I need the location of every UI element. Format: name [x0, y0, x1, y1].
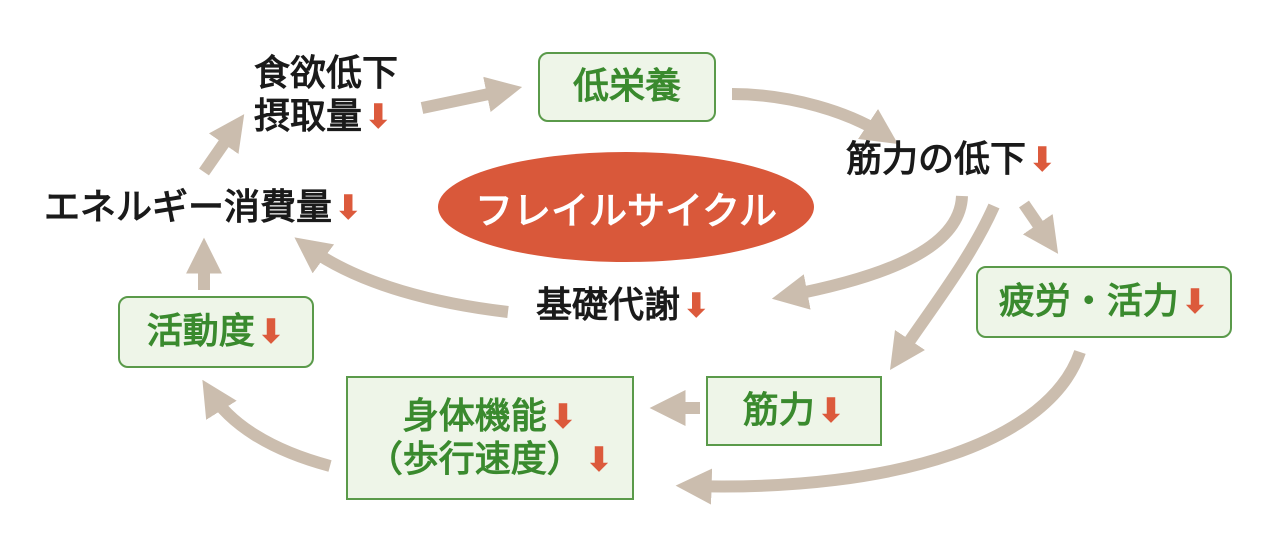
node-activity: 活動度⬇ — [118, 296, 314, 368]
muscle-strength-label-wrap: 筋力⬇ — [743, 389, 846, 432]
down-arrow-icon: ⬇ — [1180, 282, 1210, 323]
arrow-energy-to-appetite — [199, 114, 245, 176]
fatigue-label: 疲労・活力 — [998, 281, 1179, 323]
down-arrow-icon: ⬇ — [682, 286, 711, 326]
arrow-basal-metabolism-to-energy — [294, 237, 509, 318]
physical-function-line2-wrap: （歩行速度）⬇ — [367, 438, 614, 481]
node-muscle-decline: 筋力の低下⬇ — [846, 138, 1057, 181]
frailty-cycle-title: フレイルサイクル — [438, 152, 814, 262]
activity-label: 活動度 — [146, 311, 255, 353]
down-arrow-icon: ⬇ — [364, 97, 393, 138]
physical-function-line1-wrap: 身体機能⬇ — [403, 395, 578, 438]
arrow-undernutrition-to-muscle-decline — [731, 88, 898, 144]
down-arrow-icon: ⬇ — [334, 188, 363, 228]
arrow-muscle-decline-to-fatigue — [1019, 200, 1059, 254]
node-undernutrition: 低栄養 — [538, 52, 716, 122]
energy-expenditure-label: エネルギー消費量 — [44, 187, 333, 228]
node-muscle-strength: 筋力⬇ — [706, 376, 882, 446]
appetite-label-line2-wrap: 摂取量⬇ — [254, 95, 398, 138]
node-fatigue: 疲労・活力⬇ — [976, 266, 1232, 338]
node-appetite: 食欲低下 摂取量⬇ — [254, 52, 398, 138]
arrow-muscle-decline-to-basal-metabolism — [771, 195, 968, 310]
down-arrow-icon: ⬇ — [1028, 140, 1057, 180]
muscle-strength-label: 筋力 — [742, 390, 815, 432]
arrow-appetite-to-undernutrition — [420, 76, 523, 114]
arrow-fatigue-to-physical-function — [675, 349, 1086, 505]
basal-metabolism-label: 基礎代謝 — [536, 285, 681, 326]
physical-function-line1: 身体機能 — [402, 395, 547, 437]
node-energy-expenditure: エネルギー消費量⬇ — [44, 186, 363, 229]
node-physical-function: 身体機能⬇ （歩行速度）⬇ — [346, 376, 634, 500]
undernutrition-label: 低栄養 — [572, 66, 681, 108]
arrow-muscle-decline-to-muscle-strength — [890, 203, 1000, 370]
arrow-physical-function-to-activity — [202, 379, 332, 472]
activity-label-wrap: 活動度⬇ — [147, 310, 286, 353]
physical-function-line2: （歩行速度） — [366, 439, 583, 480]
frailty-cycle-title-text: フレイルサイクル — [474, 188, 778, 233]
down-arrow-icon: ⬇ — [548, 396, 578, 437]
fatigue-label-wrap: 疲労・活力⬇ — [999, 280, 1210, 323]
node-basal-metabolism: 基礎代謝⬇ — [536, 284, 711, 327]
muscle-decline-label: 筋力の低下 — [846, 139, 1027, 180]
appetite-label-line2: 摂取量 — [254, 96, 363, 138]
down-arrow-icon: ⬇ — [816, 391, 846, 432]
down-arrow-icon: ⬇ — [584, 440, 614, 480]
appetite-label-line1: 食欲低下 — [254, 53, 399, 94]
down-arrow-icon: ⬇ — [256, 312, 286, 353]
